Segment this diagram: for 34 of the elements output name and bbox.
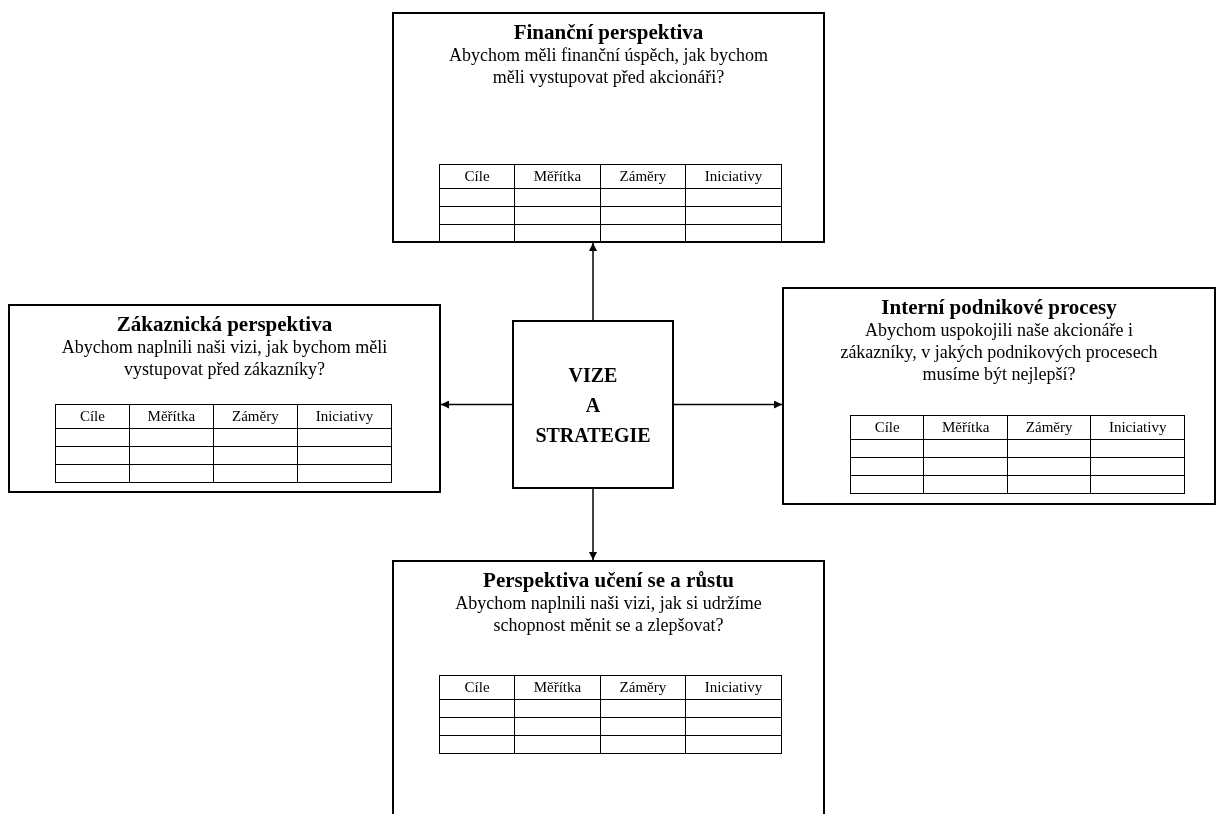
column-header: Cíle [874,419,900,435]
column-header: Cíle [464,168,490,184]
perspective-question: Abychom měli finanční úspěch, jak bychom měli vystupovat před akcionáři? [448,44,769,88]
perspective-question: Abychom naplnili naši vizi, jak si udržíme schopnost měnit se a zlepšovat? [454,592,763,636]
perspective-box [782,287,1216,505]
arrow [589,242,597,321]
perspective-heading: Perspektiva učení se a růstu [483,568,734,592]
arrow [440,400,513,409]
arrow [673,400,783,409]
column-header: Záměry [619,679,667,695]
column-header: Iniciativy [1108,419,1167,435]
column-header: Měřítka [147,408,196,424]
column-header: Měřítka [533,168,582,184]
perspective-question: Abychom naplnili naši vizi, jak bychom měli vystupovat před zákazníky? [60,336,389,380]
column-header: Cíle [79,408,105,424]
column-header: Cíle [464,679,490,695]
center-box [512,320,674,489]
perspective-heading: Zákaznická perspektiva [116,312,333,336]
perspective-question: Abychom uspokojili naše akcionáře i zákazníky, v jakých podnikových procesech musíme být nejlepší? [839,319,1159,385]
perspective-box [392,560,825,814]
column-header: Iniciativy [704,679,763,695]
column-header: Záměry [1025,419,1073,435]
column-header: Měřítka [533,679,582,695]
column-header: Iniciativy [315,408,374,424]
perspective-heading: Finanční perspektiva [513,20,704,44]
perspective-box [8,304,441,493]
arrow [589,488,597,561]
column-header: Měřítka [941,419,990,435]
center-title: VIZE A STRATEGIE [534,362,652,448]
perspective-box [392,12,825,243]
column-header: Záměry [232,408,279,424]
column-header: Iniciativy [704,168,763,184]
column-header: Záměry [619,168,667,184]
perspective-heading: Interní podnikové procesy [881,295,1117,319]
